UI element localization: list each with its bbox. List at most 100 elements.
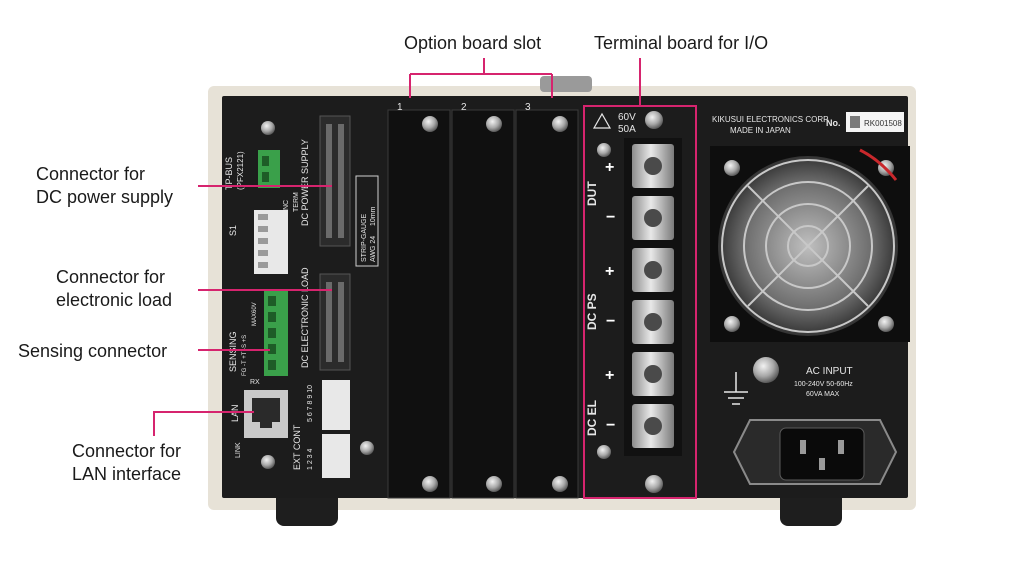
minus-icon: −	[606, 417, 615, 434]
minus-icon: −	[606, 313, 615, 330]
serial-number: RK001508	[864, 119, 902, 128]
screw-icon	[422, 476, 438, 492]
sensing-pins-label: FG -T +T -S +S	[242, 335, 248, 376]
callout-sensing-connector: Sensing connector	[18, 341, 168, 361]
ext-cont-connector-lower[interactable]	[322, 434, 350, 478]
link-label: LINK	[235, 442, 242, 458]
ground-icon	[724, 372, 748, 405]
dc-electronic-load-label: DC ELECTRONIC LOAD	[300, 267, 310, 368]
callout-lines	[153, 58, 641, 436]
handle-top	[540, 76, 592, 92]
ac-inlet-pins	[800, 440, 844, 470]
ext-cont-label: EXT CONT	[292, 424, 302, 470]
callout-lan-line2: LAN interface	[72, 464, 182, 484]
tp-bus-model-label: (PFX2121)	[236, 151, 245, 190]
ground-screw-icon	[753, 357, 779, 383]
ext-cont-connector-upper[interactable]	[322, 380, 350, 430]
ac-va-label: 60VA MAX	[806, 391, 840, 398]
terminal-screw-heads	[644, 157, 662, 435]
callout-lan-interface: Connector for LAN interface	[72, 440, 181, 486]
callout-electronic-load: Connector for electronic load	[56, 266, 172, 312]
dut-label: DUT	[585, 181, 599, 206]
fan-screw-icon	[724, 160, 740, 176]
sensing-label: SENSING	[228, 331, 238, 372]
ac-range-label: 100-240V 50-60Hz	[794, 381, 853, 388]
dc-power-supply-label: DC POWER SUPPLY	[300, 139, 310, 226]
fan-screw-icon	[878, 316, 894, 332]
awg-label: AWG 24	[370, 236, 377, 262]
dc-electronic-load-connector[interactable]	[319, 273, 351, 371]
callout-terminal-board: Terminal board for I/O	[594, 33, 769, 53]
ext-pins-top-label: 5 6 7 8 9 10	[307, 385, 314, 422]
lan-socket	[252, 398, 280, 422]
option-slot-2[interactable]	[451, 109, 515, 499]
slot-number-2: 2	[461, 102, 467, 113]
screw-icon	[486, 476, 502, 492]
rating-current-label: 50A	[618, 124, 636, 135]
dc-el-label: DC EL	[585, 400, 599, 436]
screw-icon	[597, 445, 611, 459]
screw-icon	[360, 441, 374, 455]
polarity-signs: + − + − + −	[605, 159, 615, 434]
left-foot	[276, 490, 338, 526]
s1-label: S1	[228, 225, 238, 236]
screw-icon	[486, 116, 502, 132]
plus-icon: +	[605, 159, 614, 176]
option-slots: 1 2 3	[387, 102, 579, 499]
callout-option-board-slot: Option board slot	[404, 33, 542, 53]
tp-bus-pin	[262, 172, 269, 182]
screw-icon	[261, 121, 275, 135]
fan-screw-icon	[724, 316, 740, 332]
callout-dc-power-supply: Connector for DC power supply	[36, 163, 173, 209]
strip-gauge-label: STRIP-GAUGE	[361, 213, 368, 262]
screw-icon	[261, 455, 275, 469]
ac-input-label: AC INPUT	[806, 366, 853, 377]
dc-power-supply-connector[interactable]	[319, 115, 351, 247]
fan-guard	[721, 159, 895, 333]
dc-ps-header-pins	[326, 124, 344, 238]
option-slot-3[interactable]	[515, 109, 579, 499]
sensing-pins	[268, 296, 276, 370]
panel-screws	[261, 111, 779, 493]
rating-voltage-label: 60V	[618, 112, 636, 123]
screw-icon	[645, 111, 663, 129]
term-label: TERM	[293, 192, 300, 212]
dc-el-header-pins	[326, 282, 344, 362]
screw-icon	[552, 476, 568, 492]
screw-icon	[597, 143, 611, 157]
nc-label: NC	[283, 200, 290, 210]
callout-electronic-load-line1: Connector for	[56, 267, 166, 287]
ext-pins-bottom-label: 1 2 3 4	[307, 448, 314, 470]
screw-icon	[552, 116, 568, 132]
callout-dc-power-supply-line2: DC power supply	[36, 187, 174, 207]
tp-bus-pin	[262, 156, 269, 166]
warning-icon	[592, 112, 612, 129]
fan-wire	[859, 148, 898, 181]
made-in-label: MADE IN JAPAN	[730, 126, 791, 135]
lan-label: LAN	[230, 404, 240, 422]
slot-number-1: 1	[397, 102, 403, 113]
strip-length-label: 10mm	[370, 206, 377, 226]
plus-icon: +	[605, 263, 614, 280]
right-foot	[780, 490, 842, 526]
plus-icon: +	[605, 367, 614, 384]
callout-dc-power-supply-line1: Connector for	[36, 164, 146, 184]
tp-bus-label: TP-BUS	[224, 157, 234, 190]
tp-bus-connector[interactable]	[258, 150, 280, 188]
leader-lan	[153, 411, 254, 436]
lan-socket-tab	[260, 422, 272, 428]
strip-gauge-box	[355, 175, 379, 267]
ac-inlet-socket[interactable]	[779, 427, 865, 481]
serial-no-label: No.	[826, 118, 841, 128]
callout-electronic-load-line2: electronic load	[56, 290, 173, 310]
screw-icon	[422, 116, 438, 132]
option-slot-1[interactable]	[387, 109, 451, 499]
max-volt-label: MAX60V	[252, 302, 258, 326]
terminal-block	[624, 138, 682, 456]
slot-number-3: 3	[525, 102, 531, 113]
serial-sticker	[846, 112, 904, 132]
screw-icon	[645, 475, 663, 493]
barcode-icon	[850, 116, 860, 128]
minus-icon: −	[606, 209, 615, 226]
